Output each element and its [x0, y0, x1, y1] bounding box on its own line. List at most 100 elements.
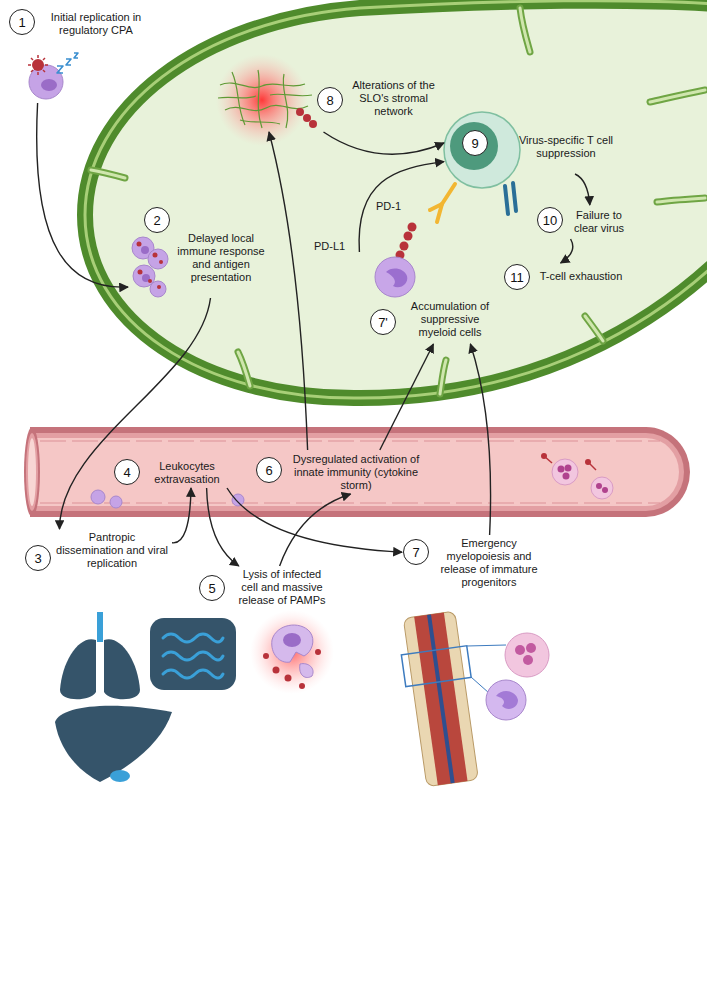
t-cell [444, 112, 520, 188]
lysed-cell [299, 683, 305, 689]
number-circle: 9 [462, 130, 488, 156]
stromal-network [220, 83, 305, 88]
stromal-network [270, 94, 312, 96]
step-node: 11T-cell exhaustion [503, 263, 631, 292]
trabecula [440, 360, 446, 394]
arrow-connector [172, 488, 191, 543]
infected-cell [43, 58, 45, 60]
organs [163, 670, 223, 678]
step-description: Emergency myelopoiesis and release of im… [434, 537, 544, 589]
organs [163, 634, 223, 642]
myeloid-cell [375, 223, 417, 298]
blood-vessel [91, 490, 105, 504]
blood-vessel [24, 427, 40, 517]
callout-number: 5 [208, 582, 215, 595]
protein-label: PD-1 [376, 200, 401, 213]
blood-vessel [28, 438, 36, 506]
arrow-connector [380, 344, 434, 450]
stromal-network [309, 120, 317, 128]
t-cell [450, 122, 498, 170]
infected-cell [41, 79, 57, 91]
callout-number: 4 [123, 466, 130, 479]
blood-vessel [602, 487, 608, 493]
step-node: 5Lysis of infected cell and massive rele… [198, 566, 334, 610]
arrow-connector [37, 103, 128, 287]
step-description: Dysregulated activation of innate immuni… [290, 453, 422, 492]
trabecula [91, 170, 125, 178]
infected-cell [31, 70, 33, 72]
organs [104, 639, 140, 699]
bone [396, 610, 549, 788]
step-description: Virus-specific T cell suppression [508, 134, 624, 160]
t-cell [505, 183, 516, 214]
callout-number: 2 [153, 214, 160, 227]
bone [505, 633, 549, 677]
infected-cell [31, 58, 33, 60]
blood-vessel [110, 496, 122, 508]
organs [110, 770, 130, 782]
blood-vessel [541, 453, 547, 459]
infected-cell [57, 53, 78, 73]
blood-vessel [30, 433, 684, 511]
callout-number: 9 [471, 137, 478, 150]
step-node: 7'Accumulation of suppressive myeloid ce… [352, 252, 500, 344]
myeloid-cell [375, 257, 415, 297]
stromal-network [258, 70, 262, 128]
step-description: Initial replication in regulatory CPA [42, 11, 150, 37]
blood-vessel [26, 433, 38, 511]
arrow-connector [60, 298, 211, 529]
blood-vessel [565, 465, 572, 472]
organs [163, 634, 223, 678]
step-node: 2Delayed local immune response and antig… [128, 206, 278, 298]
infected-cell [74, 53, 78, 58]
blood-vessel [30, 427, 690, 517]
t-cell [513, 183, 516, 211]
bone [526, 643, 536, 653]
arrow-connector [269, 132, 308, 450]
infected-cells [141, 246, 149, 254]
infected-cells [150, 281, 166, 297]
step-node: 4Leukocytes extravasation [113, 458, 233, 488]
infected-cells [137, 242, 142, 247]
number-circle: 7 [403, 539, 429, 565]
arrow-connector [324, 132, 445, 154]
step-description: T-cell exhaustion [535, 270, 627, 283]
step-node: 7Emergency myelopoiesis and release of i… [402, 535, 548, 601]
trabecula [657, 198, 705, 202]
callout-number: 6 [265, 464, 272, 477]
myeloid-cell [404, 232, 413, 241]
number-circle: 1 [9, 9, 35, 35]
bone [396, 610, 485, 788]
infected-cell [28, 53, 78, 99]
infected-cell [28, 55, 48, 75]
myeloid-cell [400, 242, 409, 251]
blood-vessel [552, 459, 578, 485]
number-circle: 3 [25, 545, 51, 571]
lymph-node [85, 1, 707, 398]
stromal-network [296, 108, 304, 116]
bone [515, 645, 525, 655]
lysed-cell [250, 610, 334, 694]
arrow-connector [359, 162, 444, 252]
callout-number: 1 [18, 16, 25, 29]
infected-cell [32, 59, 44, 71]
blood-vessel [563, 473, 570, 480]
stromal-network [216, 54, 308, 146]
stromal-network [225, 105, 308, 110]
infected-cell [43, 70, 45, 72]
arrow-connector [561, 239, 573, 263]
blood-vessel [40, 503, 660, 504]
number-circle: 5 [199, 575, 225, 601]
arrow-connector [207, 488, 239, 566]
blood-vessel [558, 466, 565, 473]
lysed-cell [315, 649, 321, 655]
blood-vessel [30, 438, 679, 506]
t-cell [442, 184, 455, 204]
organs [60, 639, 96, 699]
trabecula [238, 352, 250, 386]
arrow-connector [280, 494, 351, 566]
stromal-network [303, 114, 311, 122]
trabecula [520, 8, 530, 52]
stromal-network [232, 72, 245, 125]
